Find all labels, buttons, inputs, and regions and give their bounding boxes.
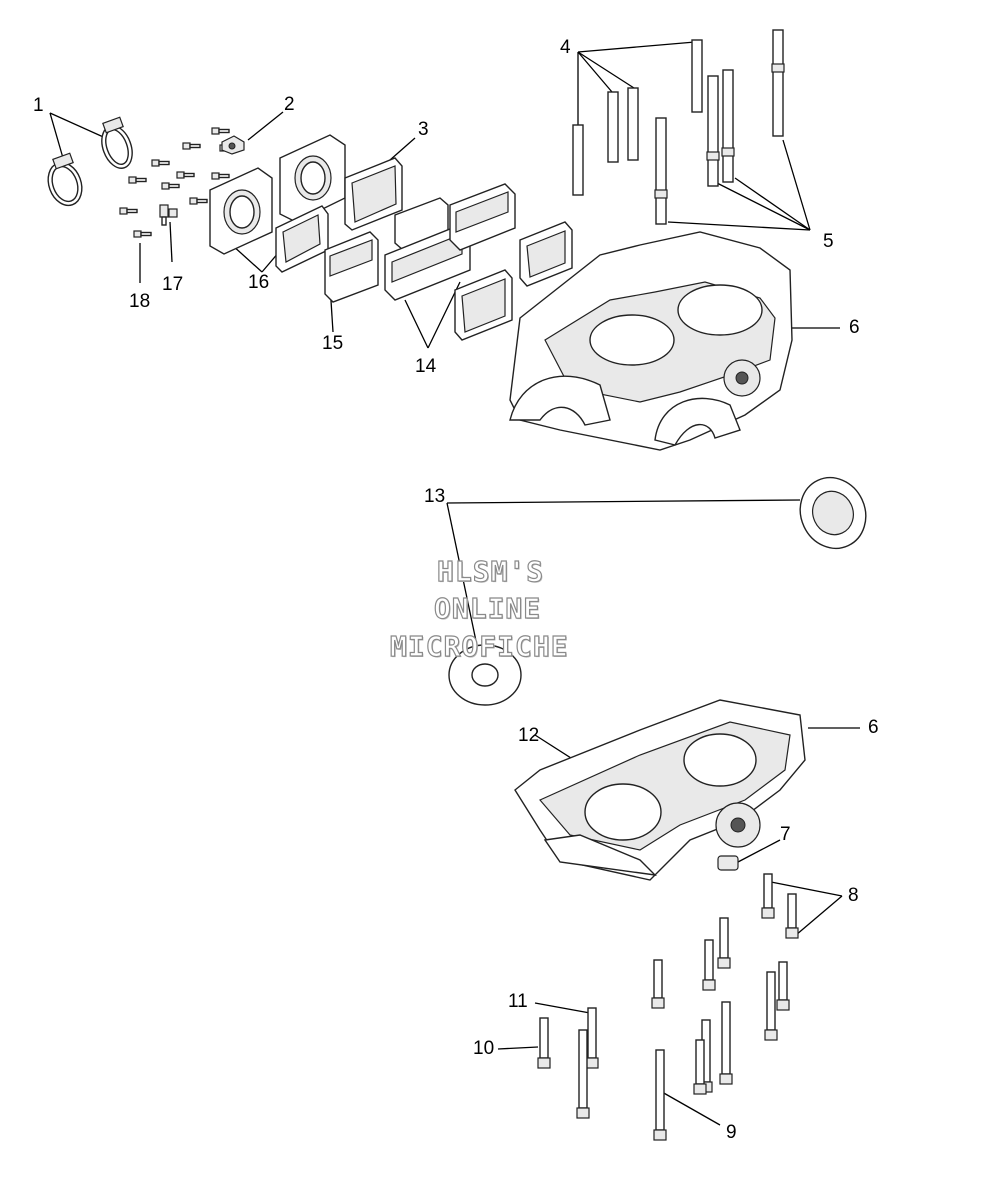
callout-11: 11	[508, 991, 528, 1012]
callout-6-upper: 6	[849, 317, 860, 338]
callout-10: 10	[473, 1038, 495, 1059]
leader-lines	[49, 41, 860, 1126]
callout-12: 12	[518, 725, 540, 746]
reed-valve-art	[324, 183, 573, 341]
callout-13: 13	[424, 486, 446, 507]
callout-16: 16	[248, 272, 270, 293]
callout-6-lower: 6	[868, 717, 879, 738]
lower-crankcase-art	[514, 699, 806, 881]
crankcase-bolts-art	[537, 873, 799, 1141]
watermark-line-1: HLSM'S	[436, 554, 545, 588]
callout-3: 3	[418, 119, 429, 140]
plug-art	[717, 855, 739, 871]
callout-17: 17	[162, 274, 184, 295]
callout-5: 5	[823, 231, 834, 252]
callout-8: 8	[848, 885, 859, 906]
studs-art	[572, 29, 785, 225]
callout-1: 1	[33, 95, 44, 116]
watermark-line-2: ONLINE	[433, 591, 542, 625]
intake-flanges-art	[209, 134, 403, 273]
callout-7: 7	[780, 824, 791, 845]
callout-14: 14	[415, 356, 437, 377]
small-bolts-art	[119, 127, 245, 238]
callout-9: 9	[726, 1122, 737, 1143]
seals-art	[448, 476, 867, 706]
callout-4: 4	[560, 37, 571, 58]
callout-18: 18	[129, 291, 151, 312]
callout-15: 15	[322, 333, 344, 354]
upper-crankcase-art	[509, 231, 793, 451]
callout-2: 2	[284, 94, 295, 115]
watermark-line-3: MICROFICHE	[389, 629, 569, 663]
hose-clamp-art	[47, 116, 133, 207]
